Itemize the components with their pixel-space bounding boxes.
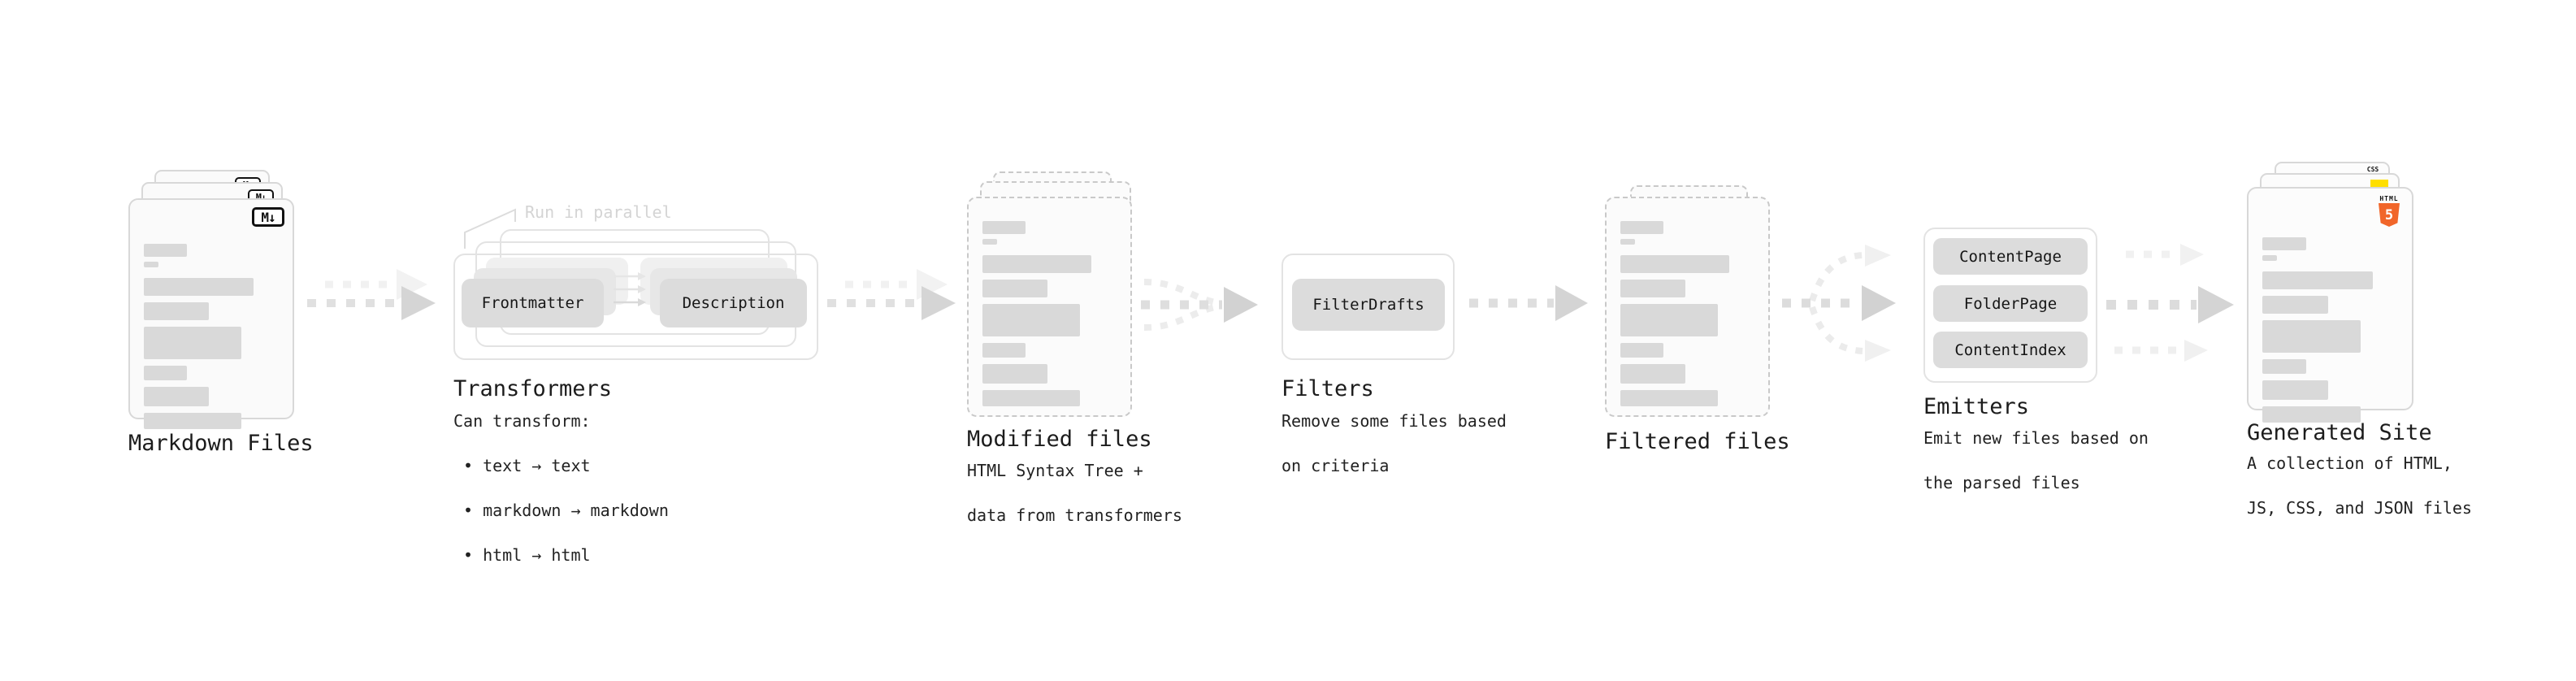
- desc-line: data from transformers: [967, 505, 1182, 525]
- flow-arrow-modified-to-filters: [1141, 279, 1258, 331]
- doc-content-bar: [982, 239, 998, 245]
- mini-arrow-icon: [614, 298, 646, 306]
- emitter-folder-page-button: FolderPage: [1933, 285, 2088, 322]
- stage-title-emitters: Emitters: [1923, 394, 2030, 419]
- doc-content-bar: [1620, 390, 1718, 406]
- flow-arrow-filters-to-filtered: [1469, 285, 1588, 321]
- html5-number: 5: [2384, 206, 2394, 223]
- doc-content-bar: [144, 387, 210, 406]
- modified-description: HTML Syntax Tree + data from transformer…: [967, 460, 1182, 527]
- stage-title-modified-files: Modified files: [967, 427, 1152, 452]
- doc-content-bar: [144, 366, 188, 380]
- doc-content-bar: [1620, 343, 1664, 358]
- desc-line: Can transform:: [453, 411, 591, 431]
- stage-title-transformers: Transformers: [453, 376, 613, 401]
- doc-skeleton: [982, 221, 1117, 406]
- doc-content-bar: [982, 364, 1047, 384]
- doc-content-bar: [144, 327, 242, 359]
- doc-content-bar: [1620, 304, 1718, 336]
- stage-title-filters: Filters: [1281, 376, 1374, 401]
- doc-content-bar: [2262, 380, 2328, 400]
- generated-description: A collection of HTML, JS, CSS, and JSON …: [2247, 453, 2472, 520]
- transformer-description-button: Description: [660, 279, 807, 327]
- doc-content-bar: [2262, 406, 2361, 423]
- desc-bullet: • html → html: [463, 545, 591, 565]
- desc-line: Emit new files based on: [1923, 428, 2149, 448]
- doc-content-bar: [1620, 280, 1685, 297]
- desc-line: JS, CSS, and JSON files: [2247, 498, 2472, 518]
- doc-content-bar: [2262, 320, 2361, 353]
- css-label: CSS: [2366, 166, 2379, 173]
- doc-content-bar: [144, 278, 254, 296]
- transformer-frontmatter-button: Frontmatter: [462, 279, 604, 327]
- emitter-content-index-button: ContentIndex: [1933, 332, 2088, 368]
- doc-skeleton: [2262, 237, 2399, 423]
- doc-content-bar: [982, 280, 1047, 297]
- generated-doc-front: HTML 5: [2247, 187, 2413, 423]
- html5-icon: HTML 5: [2377, 195, 2401, 227]
- doc-skeleton: [144, 244, 280, 429]
- doc-content-bar: [1620, 239, 1636, 245]
- doc-skeleton: [1620, 221, 1755, 406]
- desc-line: Remove some files based: [1281, 411, 1507, 431]
- doc-content-bar: [2262, 296, 2328, 314]
- doc-content-bar: [982, 221, 1026, 234]
- doc-content-bar: [982, 304, 1080, 336]
- stage-title-markdown-files: Markdown Files: [128, 431, 314, 456]
- note-leader-line: [464, 208, 516, 249]
- desc-line: A collection of HTML,: [2247, 453, 2452, 473]
- flow-arrow-transformers-to-modified: [827, 269, 956, 320]
- flow-arrow-markdown-to-transformers: [307, 269, 436, 320]
- run-in-parallel-note: Run in parallel: [525, 202, 672, 222]
- doc-content-bar: [144, 302, 210, 320]
- transformer-layer-box-front: [453, 254, 818, 360]
- doc-content-bar: [982, 343, 1026, 358]
- doc-content-bar: [1620, 255, 1730, 273]
- desc-line: the parsed files: [1923, 473, 2080, 492]
- filters-description: Remove some files based on criteria: [1281, 410, 1507, 478]
- filtered-doc-front: [1605, 197, 1770, 417]
- desc-line: on criteria: [1281, 456, 1390, 475]
- stage-title-generated-site: Generated Site: [2247, 420, 2432, 445]
- flow-arrow-filtered-to-emitters: [1782, 245, 1896, 362]
- doc-content-bar: [1620, 364, 1685, 384]
- markdown-doc-front: M↓: [128, 198, 294, 429]
- doc-content-bar: [144, 262, 159, 267]
- doc-content-bar: [2262, 255, 2278, 261]
- modified-doc-front: [967, 197, 1132, 417]
- desc-bullet: • text → text: [463, 456, 591, 475]
- mini-arrow-icon: [614, 272, 646, 280]
- doc-content-bar: [144, 244, 188, 257]
- doc-content-bar: [144, 413, 242, 429]
- html5-label: HTML: [2379, 195, 2399, 202]
- doc-content-bar: [2262, 359, 2306, 374]
- flow-arrows-emitters-to-generated: [2106, 244, 2234, 362]
- doc-content-bar: [982, 255, 1092, 273]
- filter-drafts-button: FilterDrafts: [1292, 279, 1445, 331]
- doc-content-bar: [2262, 271, 2374, 289]
- markdown-icon: M↓: [252, 207, 284, 227]
- desc-bullet: • markdown → markdown: [463, 501, 669, 520]
- stage-title-filtered-files: Filtered files: [1605, 429, 1790, 454]
- emitters-description: Emit new files based on the parsed files: [1923, 427, 2149, 495]
- desc-line: HTML Syntax Tree +: [967, 461, 1143, 480]
- html5-shield: 5: [2379, 203, 2400, 227]
- mini-arrow-icon: [614, 285, 646, 293]
- transformers-description: Can transform: • text → text • markdown …: [453, 410, 669, 567]
- doc-content-bar: [1620, 221, 1664, 234]
- doc-content-bar: [2262, 237, 2306, 250]
- doc-content-bar: [982, 390, 1080, 406]
- emitter-content-page-button: ContentPage: [1933, 238, 2088, 275]
